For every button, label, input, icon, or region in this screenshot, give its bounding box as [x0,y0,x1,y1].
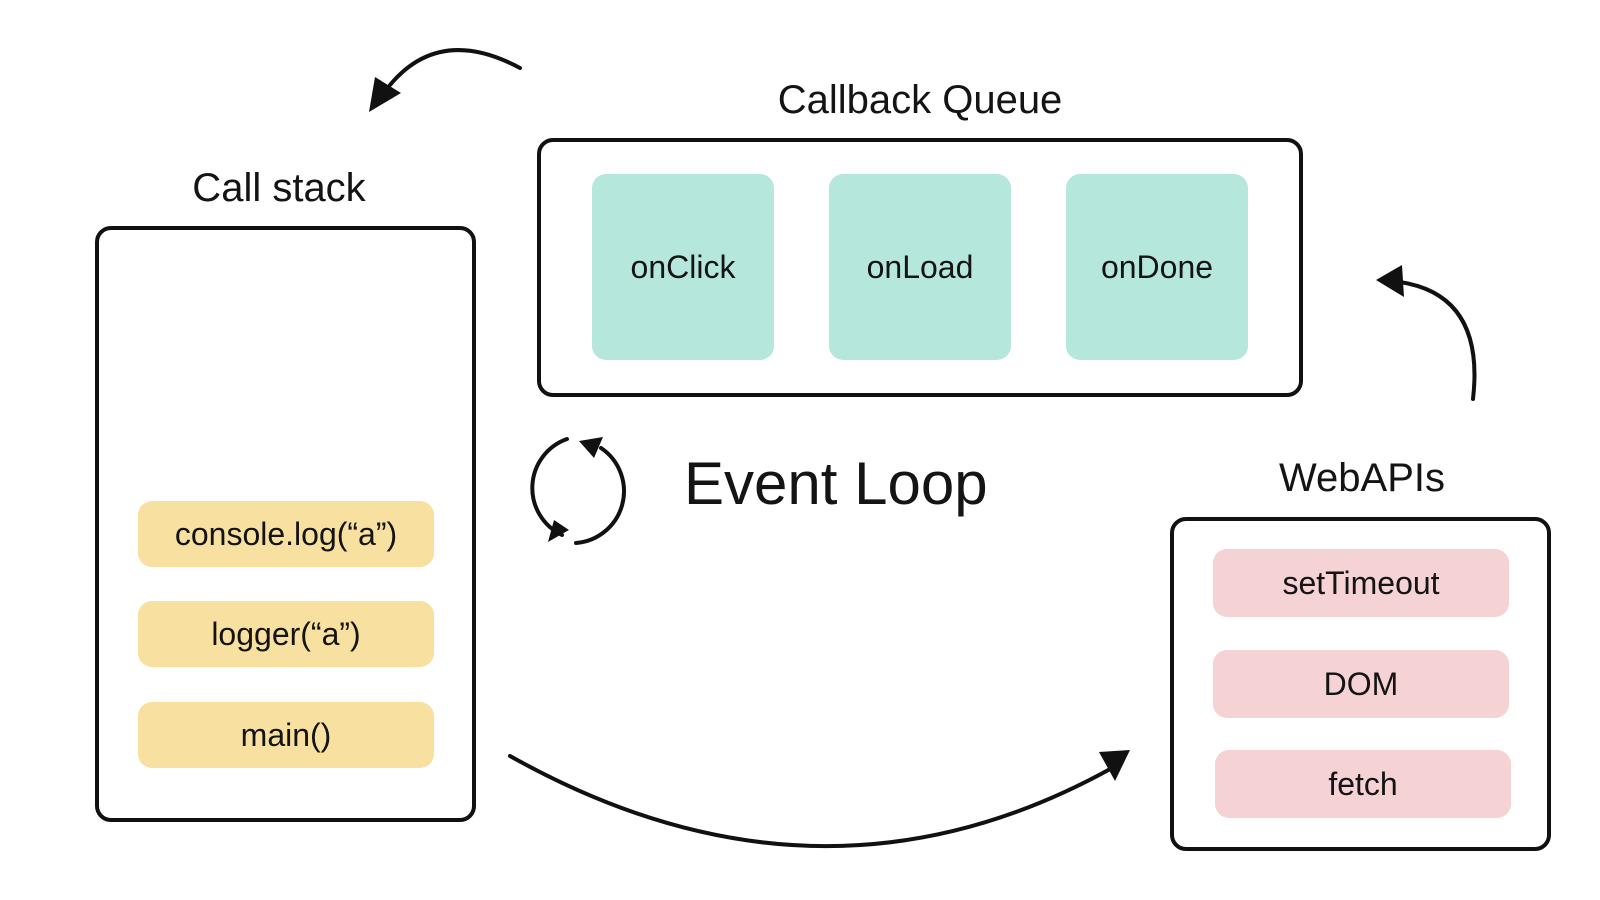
event-loop-label: Event Loop [684,450,988,517]
web-api-dom: DOM [1213,650,1509,718]
callback-queue-title: Callback Queue [777,78,1063,122]
web-apis-title: WebAPIs [1279,456,1445,500]
call-stack-title: Call stack [192,166,366,210]
call-stack-frame-main: main() [138,702,434,768]
queue-to-stack-arrow [369,48,522,112]
queue-item-onclick: onClick [592,174,774,360]
queue-item-ondone: onDone [1066,174,1248,360]
cycle-icon [530,437,626,545]
webapis-to-queue-arrow [1376,265,1477,401]
web-api-fetch: fetch [1215,750,1511,818]
call-stack-frame-console-log: console.log(“a”) [138,501,434,567]
queue-item-onload: onLoad [829,174,1011,360]
web-api-settimeout: setTimeout [1213,549,1509,617]
call-stack-frame-logger: logger(“a”) [138,601,434,667]
stack-to-webapis-arrow [508,750,1130,848]
